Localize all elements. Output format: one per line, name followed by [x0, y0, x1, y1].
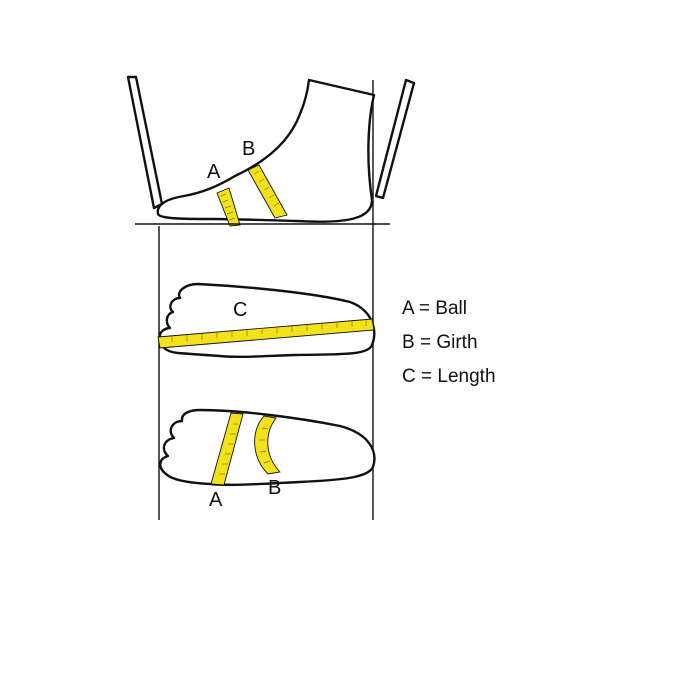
top-view-foot: [158, 282, 376, 359]
length-tape-c: [157, 318, 375, 349]
length-tape-c-ticks: [171, 320, 367, 342]
side-ball-tape-a-ticks: [220, 193, 236, 221]
bottom-label-b: B: [268, 477, 281, 499]
legend-key: C: [402, 366, 416, 387]
side-girth-tape-b-ticks: [253, 170, 280, 207]
sole-girth-tape-b-ticks: [259, 427, 271, 464]
legend-equals: =: [421, 366, 433, 387]
legend-key: A: [402, 298, 414, 319]
right-measuring-board: [374, 78, 416, 200]
legend-value: Length: [437, 366, 496, 387]
bottom-label-a: A: [209, 489, 223, 511]
sole-girth-tape-b: [254, 415, 281, 475]
sole-ball-tape-a: [210, 412, 244, 486]
legend-equals: =: [418, 298, 431, 319]
left-measuring-board: [126, 75, 164, 210]
legend-row-length: C = Length: [402, 360, 496, 394]
side-girth-tape-b: [247, 164, 288, 219]
legend-row-girth: B = Girth: [402, 326, 496, 360]
legend-value: Ball: [435, 298, 467, 319]
legend: A = Ball B = Girth C = Length: [402, 292, 496, 394]
side-label-a: A: [207, 161, 221, 183]
legend-key: B: [402, 332, 415, 353]
side-view-foot: [156, 78, 376, 223]
side-label-b: B: [242, 138, 255, 160]
sole-ball-tape-a-ticks: [219, 423, 238, 475]
legend-value: Girth: [436, 332, 478, 353]
top-label-c: C: [233, 299, 247, 321]
legend-equals: =: [419, 332, 432, 353]
legend-row-ball: A = Ball: [402, 292, 496, 326]
